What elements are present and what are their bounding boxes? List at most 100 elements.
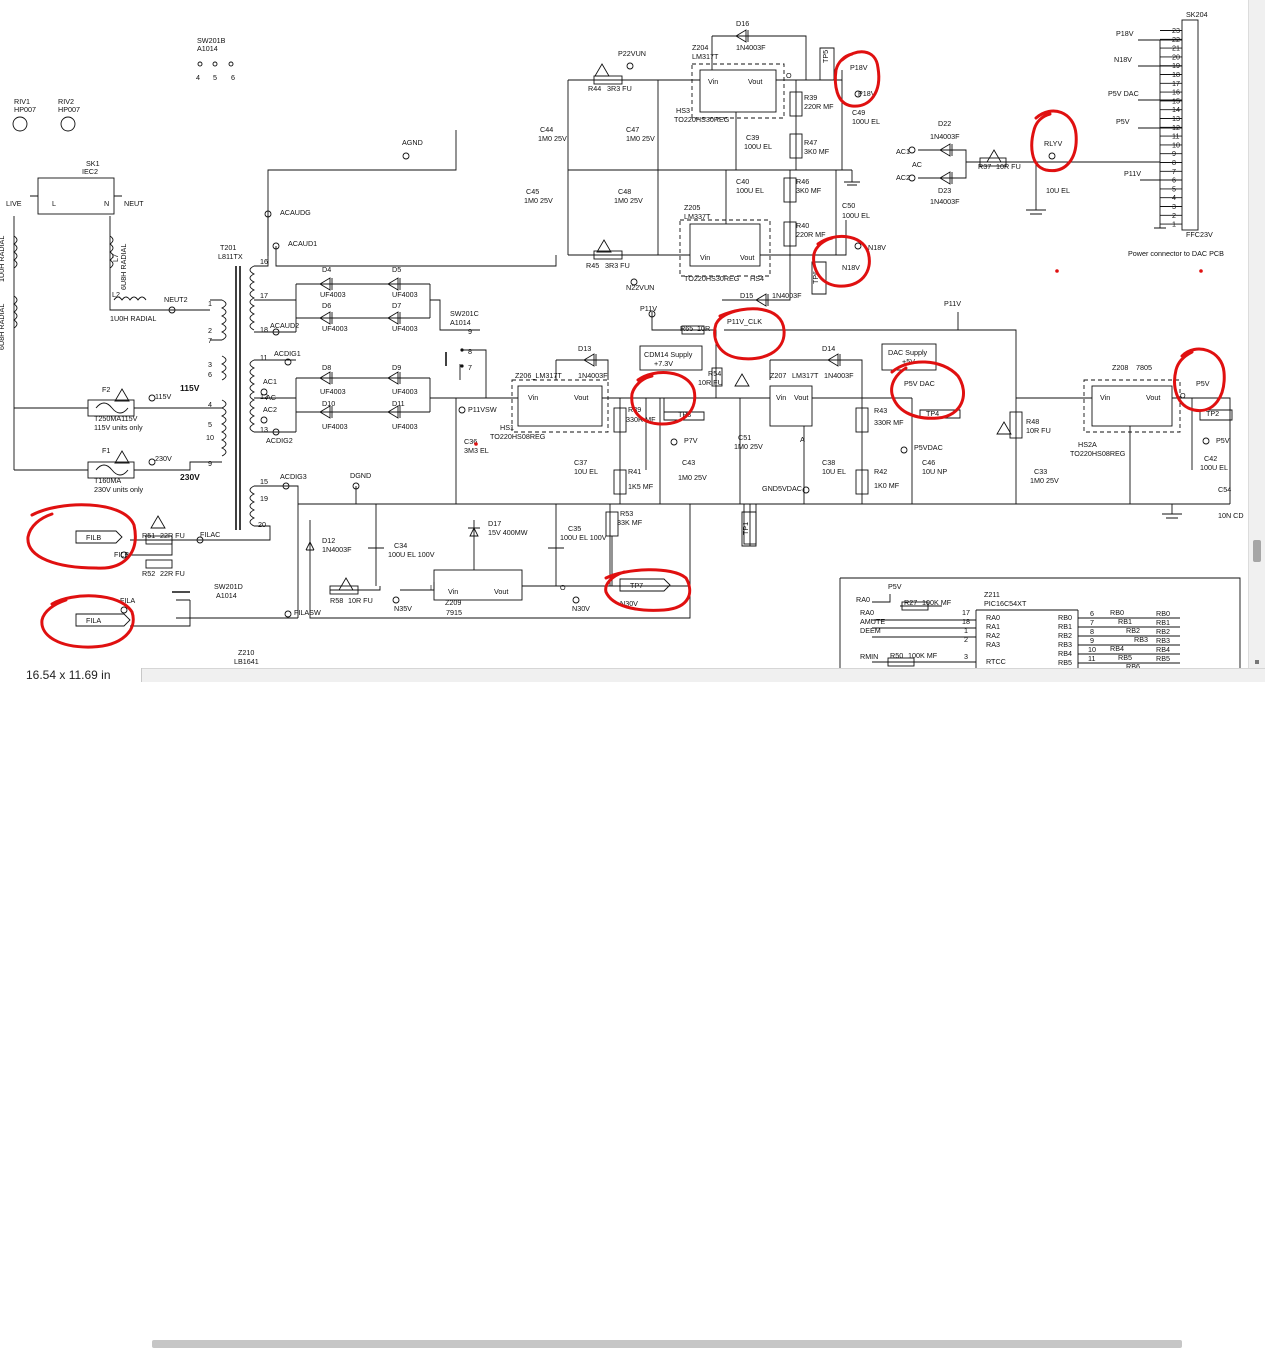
schematic-viewport[interactable]: Vin Vout Vin Vout Vin Vout Vin Vout Vin …: [0, 0, 1248, 668]
schematic-label: HP007: [14, 105, 36, 114]
annotation-circle-n18v: [812, 234, 871, 288]
reg-pin: Vin: [700, 253, 710, 262]
vertical-scroll-thumb[interactable]: [1253, 540, 1261, 562]
schematic-label: 1N4003F: [772, 291, 802, 300]
schematic-label: 10: [1088, 645, 1096, 654]
schematic-label: C39: [746, 133, 759, 142]
schematic-label: CDM14 Supply: [644, 350, 693, 359]
schematic-label: C49: [852, 108, 865, 117]
schematic-label: 1M0 25V: [524, 196, 553, 205]
schematic-label: P18V: [858, 89, 876, 98]
schematic-label: D16: [736, 19, 749, 28]
schematic-label: C40: [736, 177, 749, 186]
schematic-label: 1M0 25V: [1030, 476, 1059, 485]
schematic-label: 7: [468, 363, 472, 372]
schematic-label: 100U EL: [1200, 463, 1228, 472]
horizontal-scrollbar[interactable]: [0, 668, 1265, 1348]
reg-pin: Vin: [448, 587, 458, 596]
reg-pin: Vout: [748, 77, 762, 86]
schematic-label: TP2: [1206, 409, 1219, 418]
schematic-label: R50: [890, 651, 903, 660]
schematic-label: T250MA115V: [94, 414, 138, 423]
schematic-label: RA2: [986, 631, 1000, 640]
schematic-label: RB4: [1110, 644, 1124, 653]
schematic-label: TP3: [678, 410, 691, 419]
schematic-label: 6U8H RADIAL: [119, 244, 128, 290]
schematic-label: 6: [231, 73, 235, 82]
schematic-terminals: [120, 61, 1210, 618]
schematic-label: 1: [208, 299, 212, 308]
schematic-label: D8: [322, 363, 331, 372]
schematic-label: SW201D: [214, 582, 243, 591]
schematic-label: D15: [740, 291, 753, 300]
schematic-label: 1N4003F: [930, 197, 960, 206]
schematic-label: P5VDAC: [914, 443, 943, 452]
annotation-circle-p11v-clk: [713, 307, 786, 361]
schematic-label: R43: [874, 406, 887, 415]
schematic-label: AC2: [896, 173, 910, 182]
schematic-label: 17: [962, 608, 970, 617]
schematic-pin-marks: Vin Vout Vin Vout Vin Vout Vin Vout Vin …: [430, 71, 1186, 596]
schematic-label: R47: [804, 138, 817, 147]
schematic-label: RB3: [1156, 636, 1170, 645]
schematic-label: 6U8H RADIAL: [0, 304, 6, 350]
schematic-label: 10R FU: [996, 162, 1021, 171]
schematic-label: 10U EL: [574, 467, 598, 476]
schematic-label: 220R MF: [804, 102, 834, 111]
schematic-label: 6: [1090, 609, 1094, 618]
r52-ref: R52: [142, 569, 155, 578]
reg-pin: A: [800, 435, 805, 444]
net-flag: [619, 578, 671, 592]
schematic-label: SW201C: [450, 309, 479, 318]
schematic-label: C46: [922, 458, 935, 467]
schematic-label: R44: [588, 84, 601, 93]
schematic-label: RB2: [1156, 627, 1170, 636]
schematic-label: N18V: [868, 243, 886, 252]
reg-pin: Vout: [494, 587, 508, 596]
page-size-indicator: 16.54 x 11.69 in: [0, 668, 142, 682]
vertical-scrollbar[interactable]: [1248, 0, 1265, 668]
schematic-label: 100U EL: [852, 117, 880, 126]
schematic-label: C44: [540, 125, 553, 134]
schematic-label: R42: [874, 467, 887, 476]
schematic-label: Z204: [692, 43, 708, 52]
schematic-label: RA0: [986, 613, 1000, 622]
schematic-label: C33: [1034, 467, 1047, 476]
schematic-label: AMUTE: [860, 617, 885, 626]
reg-pin: O: [1180, 391, 1186, 400]
schematic-label: L: [52, 199, 56, 208]
schematic-label: C43: [682, 458, 695, 467]
schematic-label: C37: [574, 458, 587, 467]
schematic-label: ACDIG2: [266, 436, 293, 445]
schematic-label: Z209: [445, 598, 461, 607]
schematic-label: P11V_CLK: [727, 317, 762, 326]
reg-pin: Vout: [740, 253, 754, 262]
schematic-label: 10U EL: [1046, 186, 1070, 195]
schematic-label: D14: [822, 344, 835, 353]
horizontal-scroll-thumb[interactable]: [152, 1340, 1182, 1348]
schematic-label: RB5: [1156, 654, 1170, 663]
schematic-label: 1M0 25V: [538, 134, 567, 143]
schematic-label: AC: [266, 393, 276, 402]
r51-ref: R51: [142, 531, 155, 540]
schematic-label: R54: [708, 369, 721, 378]
schematic-label: FFC23V: [1186, 230, 1213, 239]
schematic-label: TP6: [811, 271, 820, 284]
schematic-label: SK1: [86, 159, 100, 168]
schematic-label: 2: [208, 326, 212, 335]
reg-pin: Vout: [794, 393, 808, 402]
schematic-label: 100K MF: [908, 651, 938, 660]
schematic-label: 1N4003F: [824, 371, 854, 380]
schematic-label: 100K MF: [922, 598, 952, 607]
schematic-label: 20: [258, 520, 266, 529]
schematic-label: HS3: [676, 106, 690, 115]
schematic-label: R40: [796, 221, 809, 230]
schematic-label: 100U EL 100V: [388, 550, 435, 559]
schematic-label: D6: [322, 301, 331, 310]
schematic-label: P5V: [1216, 436, 1230, 445]
schematic-label: 10U NP: [922, 467, 947, 476]
schematic-label: Z211: [984, 590, 1000, 599]
reg-pin: Vout: [1146, 393, 1160, 402]
